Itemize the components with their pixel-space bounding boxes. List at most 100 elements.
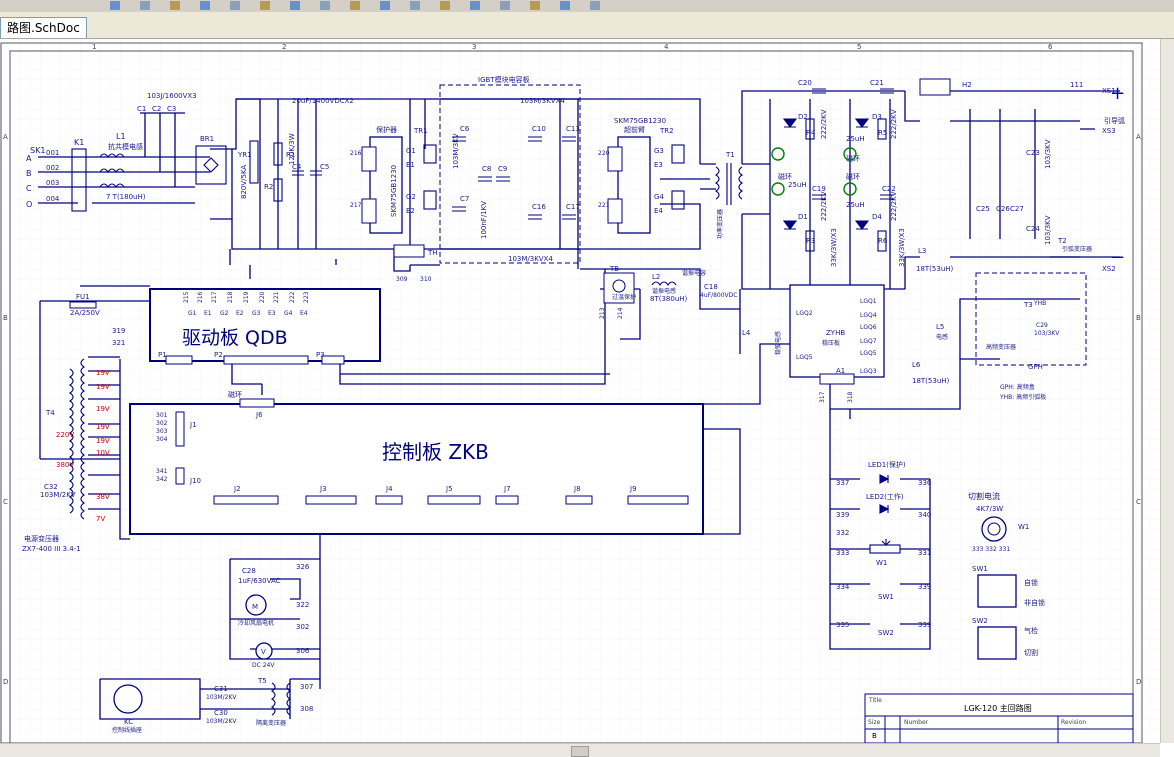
pin-label: LGQ5 (796, 354, 813, 361)
cut-icon[interactable] (230, 1, 240, 10)
pin-label: LGQ6 (860, 324, 877, 331)
value-label: 103J/1600VX3 (147, 92, 197, 100)
value-label: 25uH (846, 135, 865, 143)
switch-option: 气检 (1024, 626, 1038, 635)
lag-arm-module: 保护器 SKM75GB1230 216 217 (350, 125, 403, 234)
ref-label: J7 (503, 485, 511, 493)
undo-icon[interactable] (320, 1, 330, 10)
pin-label: E3 (654, 161, 663, 169)
netlabel-icon[interactable] (470, 1, 480, 10)
net-label: 001 (46, 149, 59, 157)
net-label: 318 (847, 391, 854, 403)
input-section: SK1 A B C O 001 002 003 004 K1 L1 抗共模电感 … (26, 92, 197, 209)
net-label: 326 (296, 563, 310, 571)
value-label: 222/2KV (890, 191, 898, 221)
drive-connectors (165, 355, 345, 365)
hv-symbols (782, 88, 894, 252)
pin-label: E4 (300, 310, 308, 317)
wire-icon[interactable] (410, 1, 420, 10)
net-label: 309 (396, 276, 408, 283)
pin-label: G4 (654, 193, 664, 201)
paste-icon[interactable] (290, 1, 300, 10)
plus-terminal: + (1110, 83, 1125, 104)
copy-icon[interactable] (260, 1, 270, 10)
overtemp-switch: TB 过温保护 213 214 (599, 265, 636, 319)
net-label: 307 (300, 683, 313, 691)
ref-label: C6 (460, 125, 470, 133)
igbt-symbols (423, 144, 685, 210)
value-label: 103M/3KVX4 (508, 255, 553, 263)
ref-label: J10 (189, 477, 201, 485)
net-label: 218 (227, 291, 234, 303)
document-tab[interactable]: 路图.SchDoc (0, 17, 87, 38)
part-icon[interactable] (560, 1, 570, 10)
component-label: 冷却风扇电机 (238, 619, 274, 627)
redo-icon[interactable] (350, 1, 360, 10)
ref-label: R6 (878, 237, 888, 245)
ref-label: C2 (152, 105, 161, 113)
row-marker: C (1136, 498, 1141, 506)
ref-label: C27 (1010, 205, 1024, 213)
save-icon[interactable] (170, 1, 180, 10)
net-label: 331 (918, 549, 931, 557)
row-marker: D (1136, 678, 1141, 686)
value-label: 33K/3W/X3 (830, 228, 838, 267)
control-connectors (175, 398, 689, 505)
ref-label: XS2 (1102, 265, 1116, 273)
pin-label: LGQ7 (860, 338, 877, 345)
power-icon[interactable] (500, 1, 510, 10)
port-icon[interactable] (590, 1, 600, 10)
transformer-t1 (651, 163, 743, 286)
value-label: 18T(53uH) (912, 377, 950, 385)
pin-label: LGQ5 (860, 350, 877, 357)
voltage-label: 38V (96, 493, 110, 501)
net-label: 306 (296, 647, 310, 655)
col-marker: 2 (282, 43, 286, 51)
ref-label: YR1 (237, 151, 252, 159)
horizontal-scrollbar[interactable] (0, 743, 1160, 757)
bus-icon[interactable] (440, 1, 450, 10)
component-label: 磁环 (846, 172, 860, 181)
pin-label: 333 332 331 (972, 546, 1010, 553)
ref-label: TR1 (413, 127, 428, 135)
a1-connector (819, 373, 855, 385)
component-label: 隔离变压器 (256, 719, 286, 727)
row-marker: C (3, 498, 8, 506)
t4-windings (69, 358, 85, 520)
value-label: 25uH (788, 181, 807, 189)
ref-label: P3 (316, 351, 325, 359)
value-label: 33K/3W/X3 (898, 228, 906, 267)
schematic-canvas[interactable]: 1 2 3 4 5 6 A B C D A B C D (0, 39, 1160, 743)
pin-label: E1 (204, 310, 212, 317)
ref-label: D1 (798, 213, 808, 221)
scroll-thumb[interactable] (571, 746, 589, 757)
ref-label: TB (609, 265, 619, 273)
igbt-pin-labels: TR1 TR2 G1 E1 G2 E2 G3 E3 G4 E4 (406, 127, 674, 215)
open-icon[interactable] (140, 1, 150, 10)
new-icon[interactable] (110, 1, 120, 10)
component-label: SKM75GB1230 (614, 117, 666, 125)
phase-label: O (26, 200, 32, 209)
ref-label: T5 (257, 677, 267, 685)
net-label: 302 (156, 420, 168, 427)
vertical-scrollbar[interactable] (1160, 39, 1174, 743)
ref-label: C16 (532, 203, 546, 211)
value-label: 222/2KV (890, 109, 898, 139)
ref-label: R1 (286, 151, 295, 159)
pin-label: LGQ3 (860, 368, 877, 375)
knob-title: 切割电流 (968, 491, 1000, 501)
component-label: 谐振电容 (682, 269, 706, 277)
phase-label: B (26, 169, 32, 178)
pin-label: G3 (252, 310, 261, 317)
zoom-icon[interactable] (380, 1, 390, 10)
value-label: 1uF/630VAC (238, 577, 281, 585)
ref-label: KC (124, 718, 133, 726)
row-marker: B (1136, 314, 1141, 322)
ref-label: C31 (214, 685, 228, 693)
igbt-capacitor-board (439, 84, 581, 264)
ref-label: P1 (158, 351, 167, 359)
voltage-label: 19V (96, 423, 110, 431)
ground-icon[interactable] (530, 1, 540, 10)
net-label: 223 (303, 291, 310, 303)
print-icon[interactable] (200, 1, 210, 10)
